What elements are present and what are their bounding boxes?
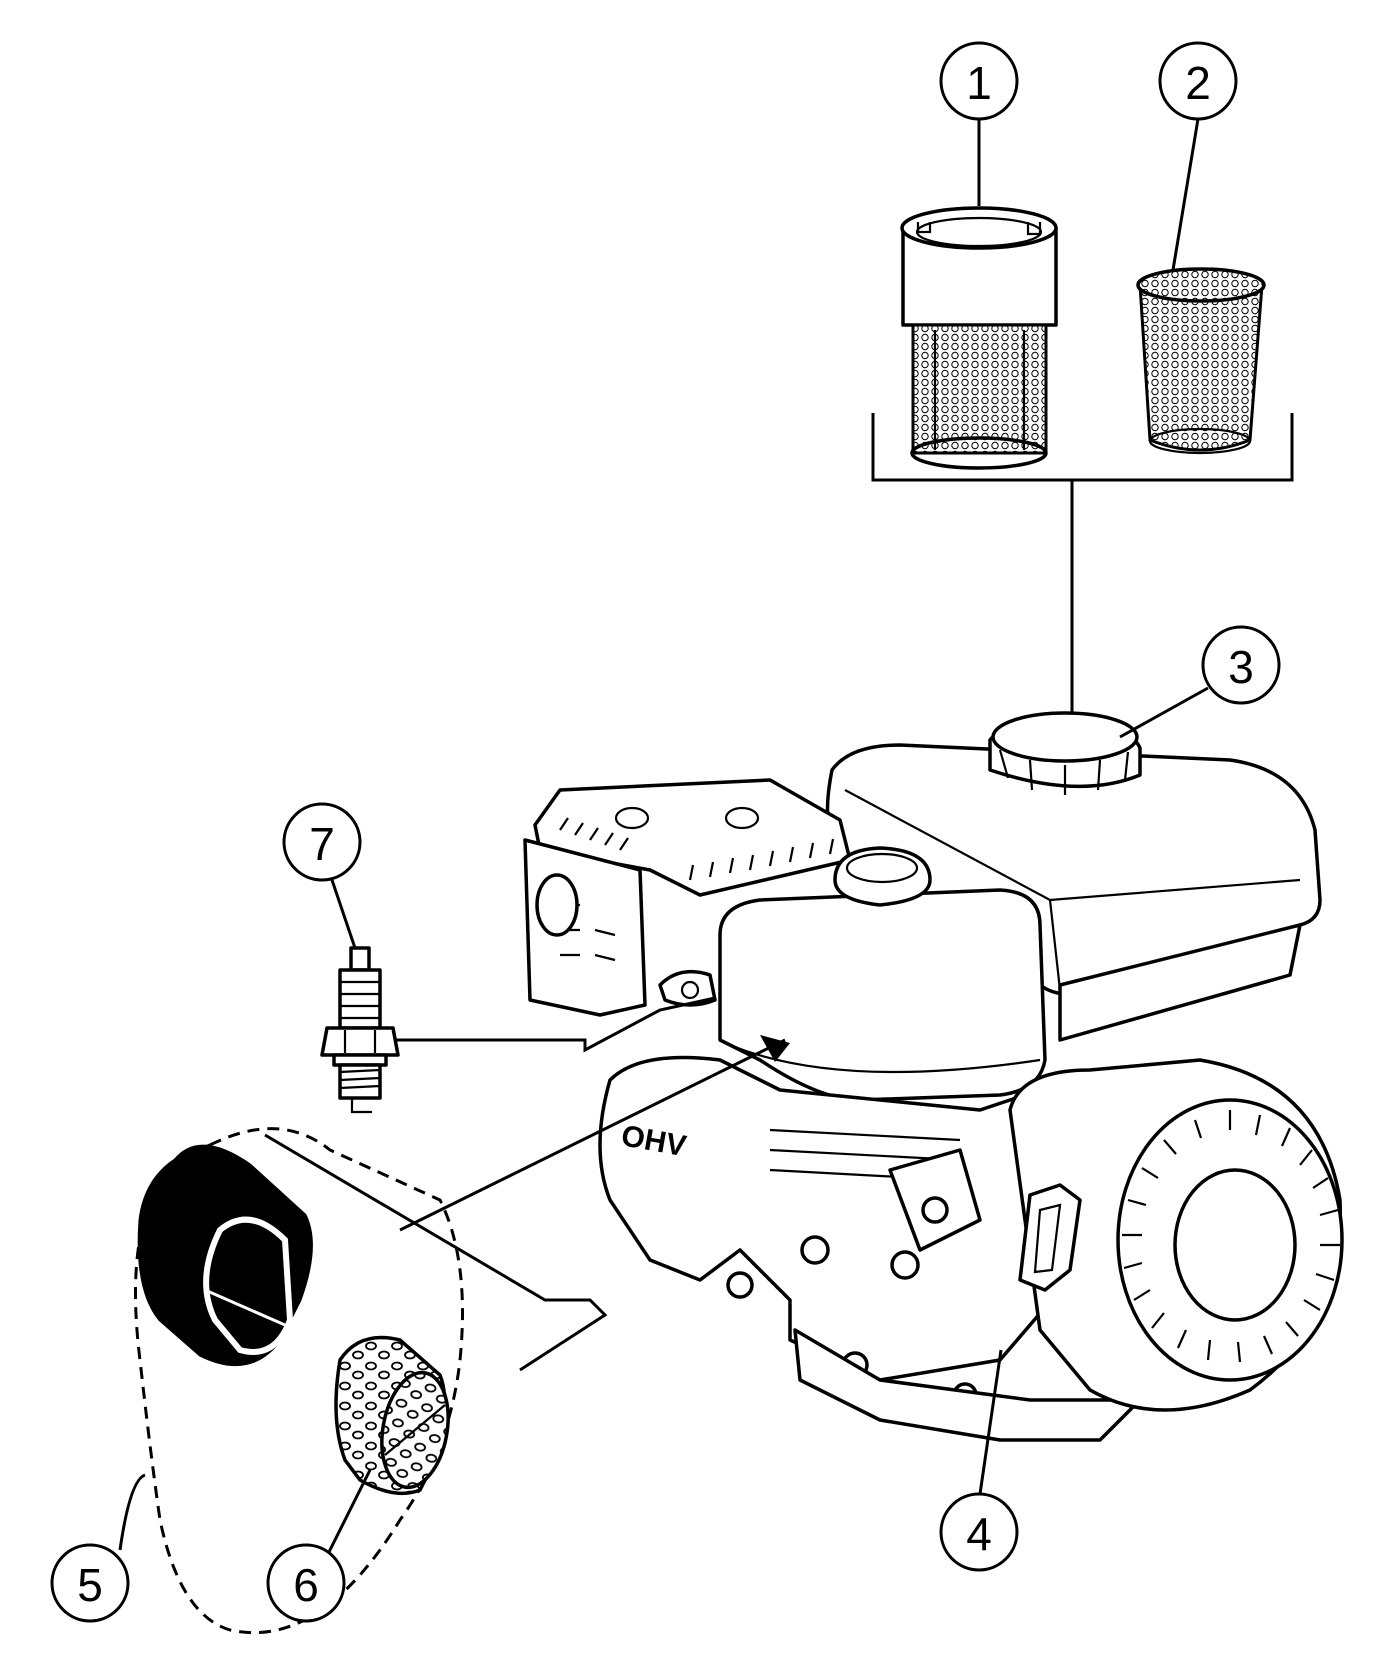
- callout-2: 2: [1158, 41, 1238, 121]
- callout-2-label: 2: [1185, 57, 1211, 109]
- fuel-strainer-with-sleeve: [900, 206, 1058, 470]
- air-filter-elements: [134, 1127, 464, 1635]
- leader-7: [330, 879, 357, 949]
- filter-group-bracket: [264, 1133, 608, 1372]
- paper-element: [334, 1335, 450, 1496]
- leader-lines: [118, 118, 1209, 1571]
- leader-3: [1119, 686, 1209, 739]
- fuel-strainer: [1136, 267, 1266, 455]
- callout-1: 1: [939, 41, 1019, 121]
- leader-5: [118, 1473, 146, 1551]
- foam-element: [137, 1144, 313, 1367]
- strainer-bracket: [871, 413, 1294, 755]
- callout-3: 3: [1201, 625, 1281, 705]
- callout-4: 4: [939, 1492, 1019, 1572]
- callout-3-label: 3: [1228, 641, 1254, 693]
- starter-vent-ring: [1122, 1110, 1340, 1363]
- leader-spark-plug-to-engine: [395, 996, 716, 1053]
- leader-filter-to-housing: [399, 1038, 786, 1232]
- callout-6: 6: [266, 1543, 346, 1623]
- callout-7-label: 7: [309, 818, 335, 870]
- callout-4-label: 4: [966, 1508, 992, 1560]
- spark-plug: [320, 946, 400, 1114]
- arrow-head: [760, 1035, 790, 1062]
- callout-6-label: 6: [293, 1559, 319, 1611]
- leader-4: [978, 1349, 1003, 1495]
- callout-5: 5: [50, 1543, 130, 1623]
- callout-5-label: 5: [77, 1559, 103, 1611]
- engine: OHV: [523, 711, 1344, 1442]
- leader-2: [1171, 118, 1200, 271]
- callout-7: 7: [282, 802, 362, 882]
- callout-1-label: 1: [966, 57, 992, 109]
